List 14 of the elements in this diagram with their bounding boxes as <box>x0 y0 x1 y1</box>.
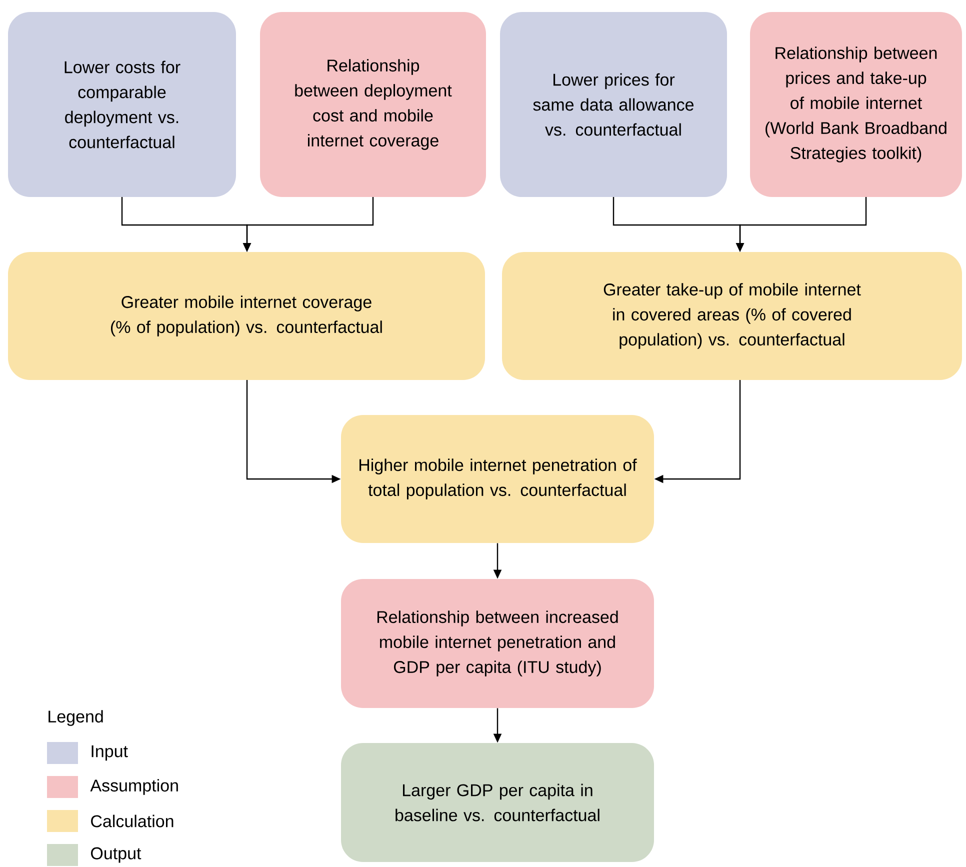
legend-label: Input <box>92 745 128 761</box>
legend-label: Assumption <box>90 779 178 795</box>
process-box: Lower prices for same data allowance vs. counterfactual <box>500 12 727 197</box>
process-box: Lower costs for comparable deployment vs. counterfactual <box>8 12 236 197</box>
process-box: Greater mobile internet coverage (% of population) vs. counterfactual <box>8 252 485 380</box>
process-box: Relationship between prices and take-up of mobile internet (World Bank Broadband Strategies toolkit) <box>750 12 962 197</box>
process-box: Higher mobile internet penetration of total population vs. counterfactual <box>341 415 654 543</box>
process-box: Relationship between increased mobile internet penetration and GDP per capita (ITU study) <box>341 579 654 708</box>
legend-title: Legend <box>48 710 103 726</box>
legend-label: Calculation <box>91 814 174 828</box>
process-box: Relationship between deployment cost and mobile internet coverage <box>260 12 486 197</box>
process-box: Larger GDP per capita in baseline vs. counterfactual <box>341 743 654 862</box>
legend-label: Output <box>91 847 142 863</box>
process-box: Greater take-up of mobile internet in covered areas (% of covered population) vs. counterfactual <box>502 252 962 380</box>
